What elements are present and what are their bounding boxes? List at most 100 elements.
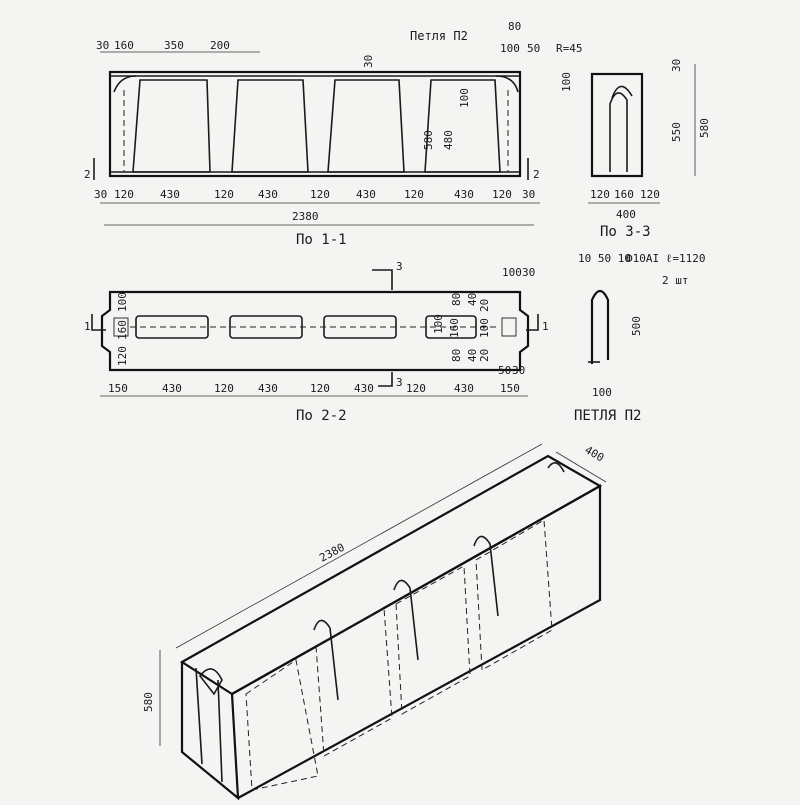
s3-dim-100: 100 [560,72,573,92]
s2-b-6: 120 [406,382,426,395]
plan-end-left [113,317,129,337]
b-dim-2: 430 [160,188,180,201]
section-2-2: 100 30 3 100 160 120 80 40 20 100 160 10… [84,260,549,424]
loop-dim-100: 100 [500,42,520,55]
s2-corner-50: 50 [498,364,511,377]
section-1-1: 30 160 350 200 Петля П2 80 100 50 R=45 3… [84,20,583,248]
iso-end-loop [198,668,223,696]
s2-b-5: 430 [354,382,374,395]
loop-shape [590,289,610,364]
s2-top-right-100: 100 [502,266,522,279]
iso-top-face [179,454,603,696]
b-dim-3: 120 [214,188,234,201]
plan-end-right [501,317,517,337]
loop-spec: Ф10АI ℓ=1120 [626,252,705,265]
s2-cut-3-top [372,269,393,290]
s2-r-20: 20 [478,299,491,312]
loop-dim-50: 50 [527,42,540,55]
s3-b-dim-2: 120 [640,188,660,201]
s2-cut-3-label: 3 [396,260,403,273]
loop-title: ПЕТЛЯ П2 [574,408,641,424]
s3-outline [590,72,644,178]
b-dim-0: 30 [94,188,107,201]
mark-2-right: 2 [533,168,540,181]
loop-dim-80: 80 [508,20,521,33]
s3-dim-30: 30 [670,59,683,72]
iso-void-3 [395,565,471,715]
s3-b-dim-1: 160 [614,188,634,201]
total-dim: 2380 [292,210,319,223]
s2-left-160: 160 [116,320,129,340]
loop-label: Петля П2 [410,29,468,43]
top-dim-350: 350 [164,39,184,52]
iso-void-open-3 [473,535,499,617]
s3-width: 400 [616,208,636,221]
s2-b-0: 150 [108,382,128,395]
s2-corner-30: 30 [512,364,525,377]
iso-void-open-1 [313,619,339,701]
section-1-title: По 1-1 [296,232,347,248]
s2-b-4: 120 [310,382,330,395]
b-dim-9: 120 [492,188,512,201]
s2-r-80b: 80 [450,349,463,362]
s2-cut-1-right [526,314,539,331]
s2-r-100: 100 [432,314,445,334]
section-3-3: 100 30 550 580 120 160 120 400 По 3-3 [560,59,711,240]
plan-outline [100,290,530,372]
dim-30-vert: 30 [362,55,375,68]
s2-top-right-30: 30 [522,266,535,279]
mark-2-left: 2 [84,168,91,181]
loop-bottom: 100 [592,386,612,399]
void-1 [132,79,211,173]
b-dim-7: 120 [404,188,424,201]
s2-cut-1-right-label: 1 [542,320,549,333]
s2-cut-3-bottom [378,372,393,387]
s2-r-100b: 100 [478,318,491,338]
block-outline [108,70,522,178]
iso-void-4 [475,519,553,671]
loop-top-dims: 10 50 10 [578,252,631,265]
s2-cut-1-left [91,314,106,331]
s2-b-1: 430 [162,382,182,395]
loop-height: 500 [630,316,643,336]
iso-width-line [555,451,607,483]
b-dim-4: 430 [258,188,278,201]
s2-cut-1-left-label: 1 [84,320,91,333]
top-dim-30: 30 [96,39,109,52]
s3-b-dim-0: 120 [590,188,610,201]
dim-480-vert: 480 [442,130,455,150]
loop-right [495,75,519,93]
iso-height: 580 [142,692,155,712]
iso-width: 400 [583,443,607,464]
s2-r-80: 80 [450,293,463,306]
top-dim-160: 160 [114,39,134,52]
b-dim-1: 120 [114,188,134,201]
s2-r-20b: 20 [478,349,491,362]
radius-label: R=45 [556,42,583,55]
s2-left-120: 120 [116,346,129,366]
s2-left-100: 100 [116,292,129,312]
b-dim-10: 30 [522,188,535,201]
section-3-title: По 3-3 [600,224,651,240]
dim-100-vert: 100 [458,88,471,108]
loop-p2: 10 50 10 Ф10АI ℓ=1120 2 шт 500 100 ПЕТЛЯ… [574,252,705,424]
b-dim-8: 430 [454,188,474,201]
s2-b-8: 150 [500,382,520,395]
s2-r-160: 160 [448,318,461,338]
iso-end-face [180,662,240,801]
b-dim-6: 430 [356,188,376,201]
s2-b-3: 430 [258,382,278,395]
s3-loop [611,85,633,99]
iso-groove-2 [217,679,223,783]
iso-front-face [231,484,602,799]
b-dim-5: 120 [310,188,330,201]
section-2-title: По 2-2 [296,408,347,424]
iso-groove-1 [195,667,203,765]
iso-void-open-2 [393,579,419,661]
s3-dim-550: 550 [670,122,683,142]
s2-cut-3-bottom-label: 3 [396,376,403,389]
loop-count: 2 шт [662,274,689,287]
s2-r-40: 40 [466,293,479,306]
